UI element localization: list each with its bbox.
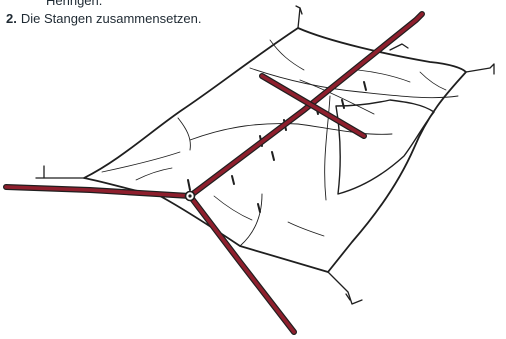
- stake-bottom: [328, 272, 362, 304]
- floor-seam: [214, 196, 252, 220]
- pole-bottom-arm: [190, 196, 294, 332]
- stake-right: [466, 64, 494, 74]
- pole-hub-center: [188, 194, 191, 197]
- floor-seam: [358, 70, 410, 82]
- floor-seam: [336, 100, 434, 194]
- pole-clips: [188, 82, 366, 212]
- floor-seam: [136, 168, 172, 180]
- stake-left: [44, 166, 84, 178]
- pole-left-arm: [6, 187, 190, 196]
- floor-seam: [420, 72, 446, 90]
- floor-seam: [178, 118, 190, 150]
- stake-upper-right: [390, 44, 408, 50]
- stake-top: [296, 6, 300, 28]
- floor-seam: [288, 222, 324, 236]
